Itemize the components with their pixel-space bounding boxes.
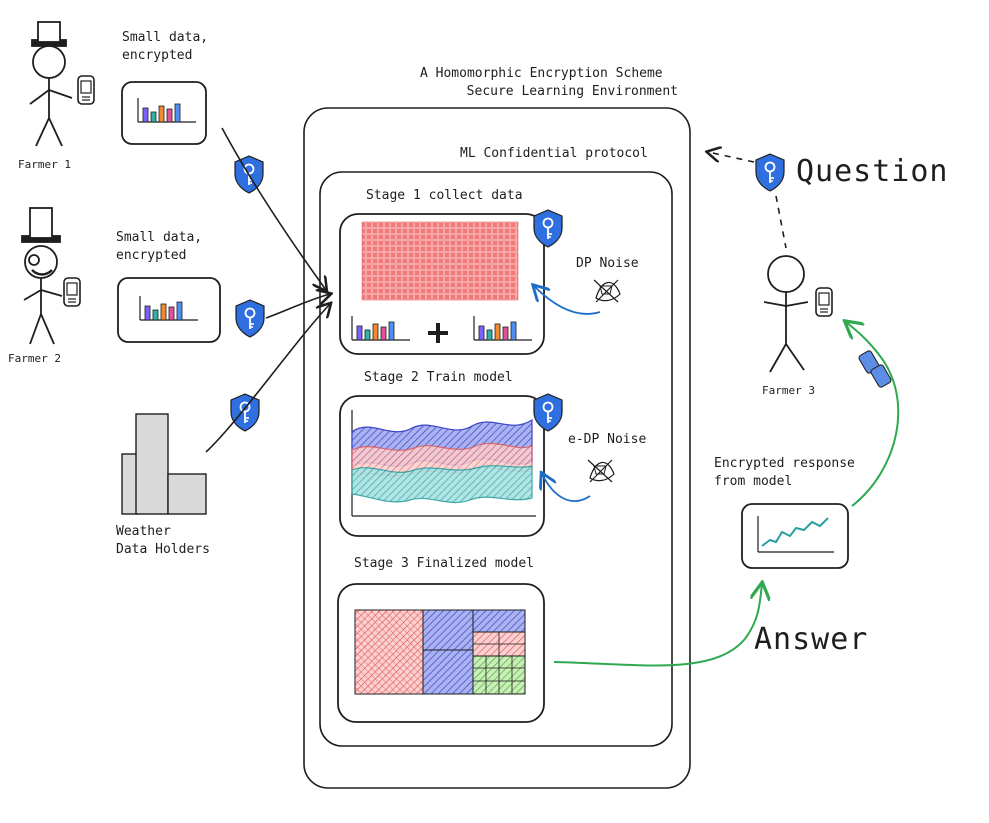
edp-noise-label: e-DP Noise — [568, 432, 647, 447]
farmer2-figure — [21, 207, 63, 345]
stage3-label: Stage 3 Finalized model — [354, 556, 535, 571]
stage2-panel — [339, 393, 563, 537]
answer-arrow — [553, 584, 762, 667]
answer-label: Answer — [754, 622, 869, 657]
response-label-2: from model — [714, 474, 793, 489]
stage1-label: Stage 1 collect data — [366, 188, 523, 203]
weather-label-1: Weather — [116, 524, 171, 539]
stage1-panel — [339, 209, 563, 355]
dp-noise-label: DP Noise — [576, 256, 639, 271]
question-label: Question — [796, 154, 949, 189]
stage2-label: Stage 2 Train model — [364, 370, 513, 385]
protocol-box — [319, 171, 673, 747]
title-line1: A Homomorphic Encryption Scheme — [420, 66, 663, 81]
plus-icon — [428, 323, 448, 343]
question-arrow — [708, 152, 755, 163]
secure-environment-box — [303, 107, 691, 789]
shield-key-icon — [235, 299, 265, 338]
weather-arrow — [205, 304, 330, 453]
question-dash-down — [775, 195, 787, 249]
shield-key-icon — [755, 153, 785, 192]
response-to-farmer-arrow — [846, 322, 900, 507]
dp-noise-symbol — [593, 279, 621, 303]
farmer1-arrow — [221, 127, 326, 290]
encrypted-response-card — [741, 503, 849, 569]
farmer1-data-label-2: encrypted — [122, 48, 193, 63]
shield-key-icon — [230, 393, 260, 432]
sync-icon — [858, 350, 892, 388]
farmer2-label: Farmer 2 — [8, 352, 61, 365]
farmer2-data-card — [117, 277, 221, 343]
phone-icon — [815, 287, 833, 317]
stage3-panel — [337, 583, 545, 723]
farmer2-data-label-2: encrypted — [116, 248, 187, 263]
building-icon — [121, 413, 207, 515]
farmer1-label: Farmer 1 — [18, 158, 71, 171]
farmer1-data-card — [121, 81, 207, 145]
farmer3-label: Farmer 3 — [762, 384, 815, 397]
phone-icon — [77, 75, 95, 105]
title-line2: Secure Learning Environment — [466, 84, 678, 99]
edp-noise-arrow — [542, 474, 591, 502]
edp-noise-symbol — [587, 459, 615, 483]
farmer3-figure — [763, 255, 809, 373]
phone-icon — [63, 277, 81, 307]
farmer2-arrow — [265, 294, 330, 319]
farmer2-data-label-1: Small data, — [116, 230, 203, 245]
dp-noise-arrow — [534, 286, 601, 315]
response-label-1: Encrypted response — [714, 456, 855, 471]
farmer1-figure — [29, 21, 73, 147]
protocol-label: ML Confidential protocol — [460, 146, 648, 161]
farmer1-data-label-1: Small data, — [122, 30, 209, 45]
weather-label-2: Data Holders — [116, 542, 210, 557]
